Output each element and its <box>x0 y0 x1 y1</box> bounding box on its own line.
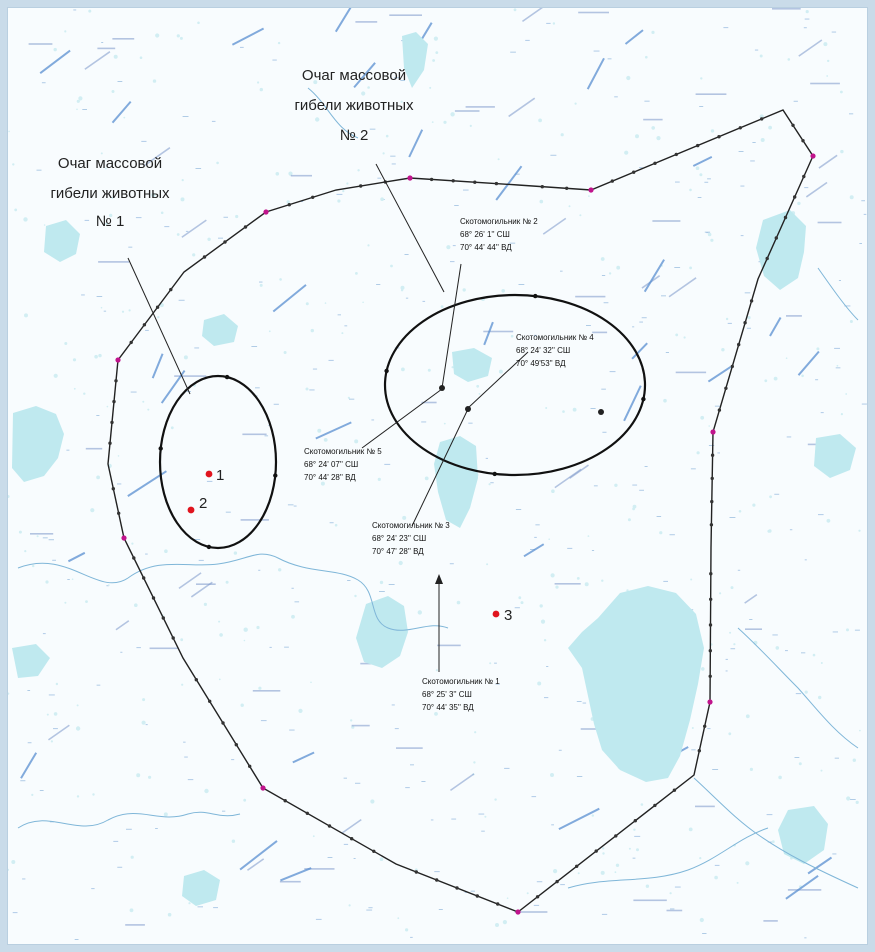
burial-site-markers <box>435 385 604 584</box>
borehole-label-3: Скотомогильник № 3 68° 24' 23'' СШ 70° 4… <box>372 521 450 556</box>
borehole-2-lat: 68° 26' 1'' СШ <box>460 230 510 239</box>
focus-2-title-line-3: № 2 <box>340 127 369 144</box>
lake-large <box>568 586 704 782</box>
borehole-5-lat: 68° 24' 07'' СШ <box>304 460 358 469</box>
borehole-5-title: Скотомогильник № 5 <box>304 447 382 456</box>
burial-site-marker-3 <box>465 406 471 412</box>
focus-2-title-line-1: Очаг массовой <box>302 67 406 84</box>
leader-lines <box>127 163 529 672</box>
leader-borehole-2 <box>441 263 462 389</box>
point-label-3: 3 <box>504 607 512 624</box>
burial-site-marker-4 <box>598 409 604 415</box>
borehole-3-title: Скотомогильник № 3 <box>372 521 450 530</box>
point-label-1: 1 <box>216 467 224 484</box>
rivers <box>17 87 859 889</box>
lake-west <box>12 406 64 482</box>
borehole-label-2: Скотомогильник № 2 68° 26' 1'' СШ 70° 44… <box>460 217 538 252</box>
focus-2-title: Очаг массовой гибели животных № 2 <box>294 67 414 144</box>
borehole-1-lat: 68° 25' 3'' СШ <box>422 690 472 699</box>
borehole-label-4: Скотомогильник № 4 68° 24' 32'' СШ 70° 4… <box>516 333 594 368</box>
map-frame: 1 2 3 Очаг массовой гибели животных № 1 … <box>8 8 867 944</box>
focus-1-title: Очаг массовой гибели животных № 1 <box>50 155 170 230</box>
lake-nw <box>44 220 80 262</box>
borehole-4-title: Скотомогильник № 4 <box>516 333 594 342</box>
borehole-3-lon: 70° 47' 28'' ВД <box>372 547 424 556</box>
borehole-4-lat: 68° 24' 32'' СШ <box>516 346 570 355</box>
map: 1 2 3 Очаг массовой гибели животных № 1 … <box>8 8 867 944</box>
lake-ne <box>756 210 806 290</box>
focus-circle-2 <box>383 293 647 477</box>
focus-2-title-line-2: гибели животных <box>294 97 414 114</box>
boundary-markers <box>108 117 806 906</box>
lake-center-north <box>434 436 478 528</box>
focus-circle-1 <box>158 374 278 550</box>
lakes <box>12 32 856 906</box>
borehole-4-lon: 70° 49'53'' ВД <box>516 359 566 368</box>
borehole-1-lon: 70° 44' 35'' ВД <box>422 703 474 712</box>
focus-1-title-line-2: гибели животных <box>50 185 170 202</box>
focus-1-title-line-3: № 1 <box>96 213 125 230</box>
lake-center <box>356 596 408 668</box>
red-point-1 <box>205 470 213 478</box>
lake-n <box>202 314 238 346</box>
borehole-5-lon: 70° 44' 28'' ВД <box>304 473 356 482</box>
leader-borehole-4 <box>467 351 529 409</box>
point-label-2: 2 <box>199 495 207 512</box>
boundary-vertices <box>115 153 816 915</box>
borehole-2-lon: 70° 44' 44'' ВД <box>460 243 512 252</box>
leader-borehole-5 <box>361 388 443 449</box>
red-point-3 <box>492 610 500 618</box>
burial-site-marker-1 <box>435 574 443 584</box>
lake-sw <box>12 644 50 678</box>
death-points: 1 2 3 <box>187 467 512 624</box>
leader-borehole-3 <box>411 408 469 527</box>
focus-circle-markers <box>158 293 646 550</box>
borehole-2-title: Скотомогильник № 2 <box>460 217 538 226</box>
borehole-label-5: Скотомогильник № 5 68° 24' 07'' СШ 70° 4… <box>304 447 382 482</box>
map-small-labels <box>28 8 842 926</box>
borehole-3-lat: 68° 24' 23'' СШ <box>372 534 426 543</box>
lake-south-west <box>182 870 220 906</box>
borehole-1-title: Скотомогильник № 1 <box>422 677 500 686</box>
leader-focus-2 <box>375 163 445 293</box>
borehole-label-1: Скотомогильник № 1 68° 25' 3'' СШ 70° 44… <box>422 677 500 712</box>
lake-se <box>778 806 828 864</box>
burial-site-marker-5 <box>439 385 445 391</box>
lake-oval-inner <box>452 348 492 382</box>
lake-east <box>814 434 856 478</box>
lake-north-center <box>402 32 428 88</box>
focus-1-title-line-1: Очаг массовой <box>58 155 162 172</box>
red-point-2 <box>187 506 195 514</box>
leader-focus-1 <box>127 257 191 395</box>
